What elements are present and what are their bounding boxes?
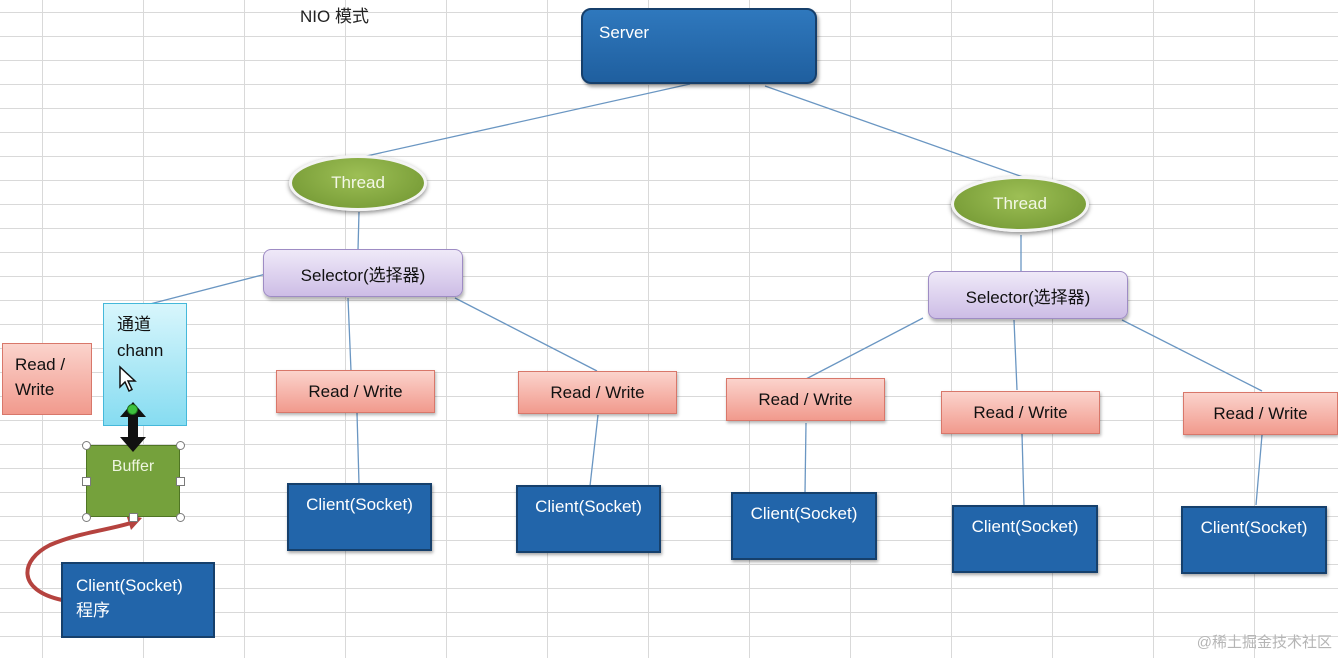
connector-server-thread-2 [764,85,1024,178]
connector-rw2-client2 [589,414,599,487]
connector-selector1-rw1 [347,297,352,372]
read-write-left-line1: Read / [15,355,66,374]
client-socket-label: Client(Socket) [1200,518,1308,537]
mouse-pointer-icon [119,365,137,393]
resize-handle-top-right[interactable] [176,441,185,450]
read-write-box-3: Read / Write [726,378,885,421]
connector-selector-channel [149,273,267,305]
client-socket-label: Client(Socket) [306,495,413,514]
read-write-label: Read / Write [758,389,853,409]
thread-ellipse-2: Thread [951,176,1089,232]
client-socket-label: Client(Socket) [535,497,642,516]
server-label: Server [599,23,650,42]
client-program-line1: Client(Socket) [76,576,183,595]
resize-handle-right[interactable] [176,477,185,486]
watermark: @稀土掘金技术社区 [1196,634,1332,651]
channel-label-line2: chann [117,341,164,360]
thread-label: Thread [331,173,385,192]
resize-handle-bottom[interactable] [129,513,138,522]
curved-arrow [25,520,135,602]
rotate-handle[interactable] [127,404,138,415]
selector-box-2: Selector(选择器) [928,271,1128,319]
channel-label-line1: 通道 [117,315,151,334]
connector-selector2-rw5 [1121,319,1263,392]
read-write-label: Read / Write [1213,403,1308,423]
buffer-label: Buffer [111,458,155,475]
thread-label: Thread [993,194,1047,213]
read-write-left-line2: Write [15,380,55,399]
connector-rw3-client3 [804,422,807,494]
selector-label: Selector(选择器) [965,287,1091,307]
read-write-box-4: Read / Write [941,391,1100,434]
resize-handle-bottom-left[interactable] [82,513,91,522]
client-socket-box-4: Client(Socket) [952,505,1098,573]
server-box: Server [581,8,817,84]
connector-thread-selector-1 [357,211,360,251]
resize-handle-top-left[interactable] [82,441,91,450]
resize-handle-left[interactable] [82,477,91,486]
connector-rw4-client4 [1021,433,1025,507]
connector-selector2-rw3 [805,317,924,380]
read-write-label: Read / Write [973,402,1068,422]
connector-server-thread-1 [361,83,691,158]
read-write-box-1: Read / Write [276,370,435,413]
client-socket-box-2: Client(Socket) [516,485,661,553]
connector-selector2-rw4 [1013,319,1018,391]
connector-rw5-client5 [1255,434,1263,506]
client-socket-box-3: Client(Socket) [731,492,877,560]
read-write-label: Read / Write [550,382,645,402]
read-write-label: Read / Write [308,381,403,401]
diagram-title: NIO 模式 [300,7,369,26]
vertical-move-cursor-icon [120,402,146,452]
channel-box: 通道 chann [103,303,187,426]
buffer-box[interactable]: Buffer [86,445,180,517]
client-program-line2: 程序 [76,601,110,620]
selector-box-1: Selector(选择器) [263,249,463,297]
resize-handle-bottom-right[interactable] [176,513,185,522]
read-write-box-left: Read / Write [2,343,92,415]
client-socket-label: Client(Socket) [750,504,858,523]
client-socket-label: Client(Socket) [971,517,1079,536]
read-write-box-2: Read / Write [518,371,677,414]
connector-rw1-client1 [356,412,360,485]
client-socket-box-5: Client(Socket) [1181,506,1327,574]
connector-selector1-rw2 [454,297,598,372]
client-program-box: Client(Socket) 程序 [61,562,215,638]
read-write-box-5: Read / Write [1183,392,1338,435]
thread-ellipse-1: Thread [289,155,427,211]
selector-label: Selector(选择器) [300,265,426,285]
client-socket-box-1: Client(Socket) [287,483,432,551]
